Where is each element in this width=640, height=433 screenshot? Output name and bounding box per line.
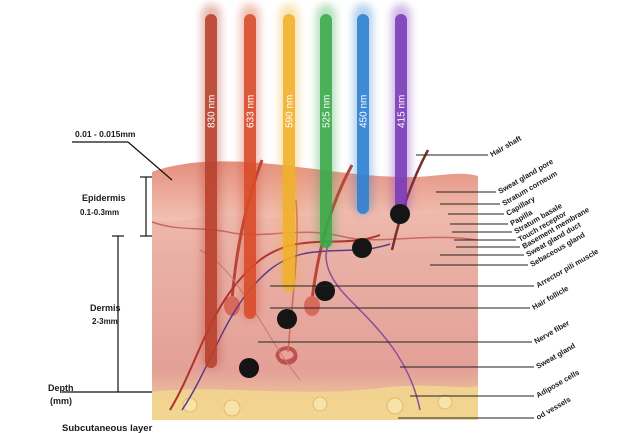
adipose-cell [437,394,453,410]
structure-label: Hair shaft [416,133,524,159]
light-beams: 830 nm 633 nm 590 nm 525 nm 450 nm 415 nm [201,4,411,368]
beam-core [244,14,256,319]
left-scale: 0.01 - 0.015mm Epidermis 0.1-0.3mm Dermi… [48,129,173,433]
penetration-markers [239,204,410,378]
structure-label-text: Sweat gland [535,341,578,371]
light-beam: 525 nm [316,4,336,248]
beam-core [205,14,217,368]
beam-wavelength-label: 415 nm [397,95,408,128]
light-beam: 830 nm [201,4,221,368]
adipose-cell [223,399,241,417]
beam-wavelength-label: 450 nm [359,95,370,128]
light-beam: 633 nm [240,4,260,319]
top-thickness-pointer [127,141,173,181]
penetration-dot-525 [352,238,372,258]
adipose-cell [312,396,328,412]
light-beam: 450 nm [353,4,373,214]
structure-label-text: Nerve fiber [533,318,572,345]
top-thickness-label: 0.01 - 0.015mm [75,129,136,139]
dermis-label: Dermis [90,303,121,313]
blood-vessel [181,243,391,411]
beam-wavelength-label: 590 nm [285,95,296,128]
epidermis-region [152,161,478,222]
beam-wavelength-label: 525 nm [322,95,333,128]
structure-label-text: Adipose cells [535,368,581,400]
adipose-cell [386,397,404,415]
beam-wavelength-label: 830 nm [207,95,218,128]
depth-unit-label: (mm) [50,396,72,406]
beam-core [283,14,295,291]
structure-label-text: Hair follicle [531,284,571,312]
penetration-dot-590 [315,281,335,301]
dermis-thickness-label: 2-3mm [92,317,118,326]
beam-wavelength-label: 633 nm [246,95,257,128]
epidermis-label: Epidermis [82,193,126,203]
penetration-dot-830 [239,358,259,378]
hair-bulb [304,296,320,316]
hair-bulb [224,296,240,316]
light-beam: 415 nm [391,4,411,214]
structure-label-text: Hair shaft [489,133,524,158]
penetration-dot-633 [277,309,297,329]
penetration-dot-450 [390,204,410,224]
skin-block [151,149,479,420]
sweat-gland [275,346,298,365]
depth-label: Depth [48,383,74,393]
beam-core [395,14,407,214]
beam-core [357,14,369,214]
nerve-fiber [325,239,421,411]
beam-core [320,14,332,248]
subcutaneous-label: Subcutaneous layer [62,423,153,433]
epidermis-thickness-label: 0.1-0.3mm [80,208,119,217]
light-beam: 590 nm [279,4,299,291]
